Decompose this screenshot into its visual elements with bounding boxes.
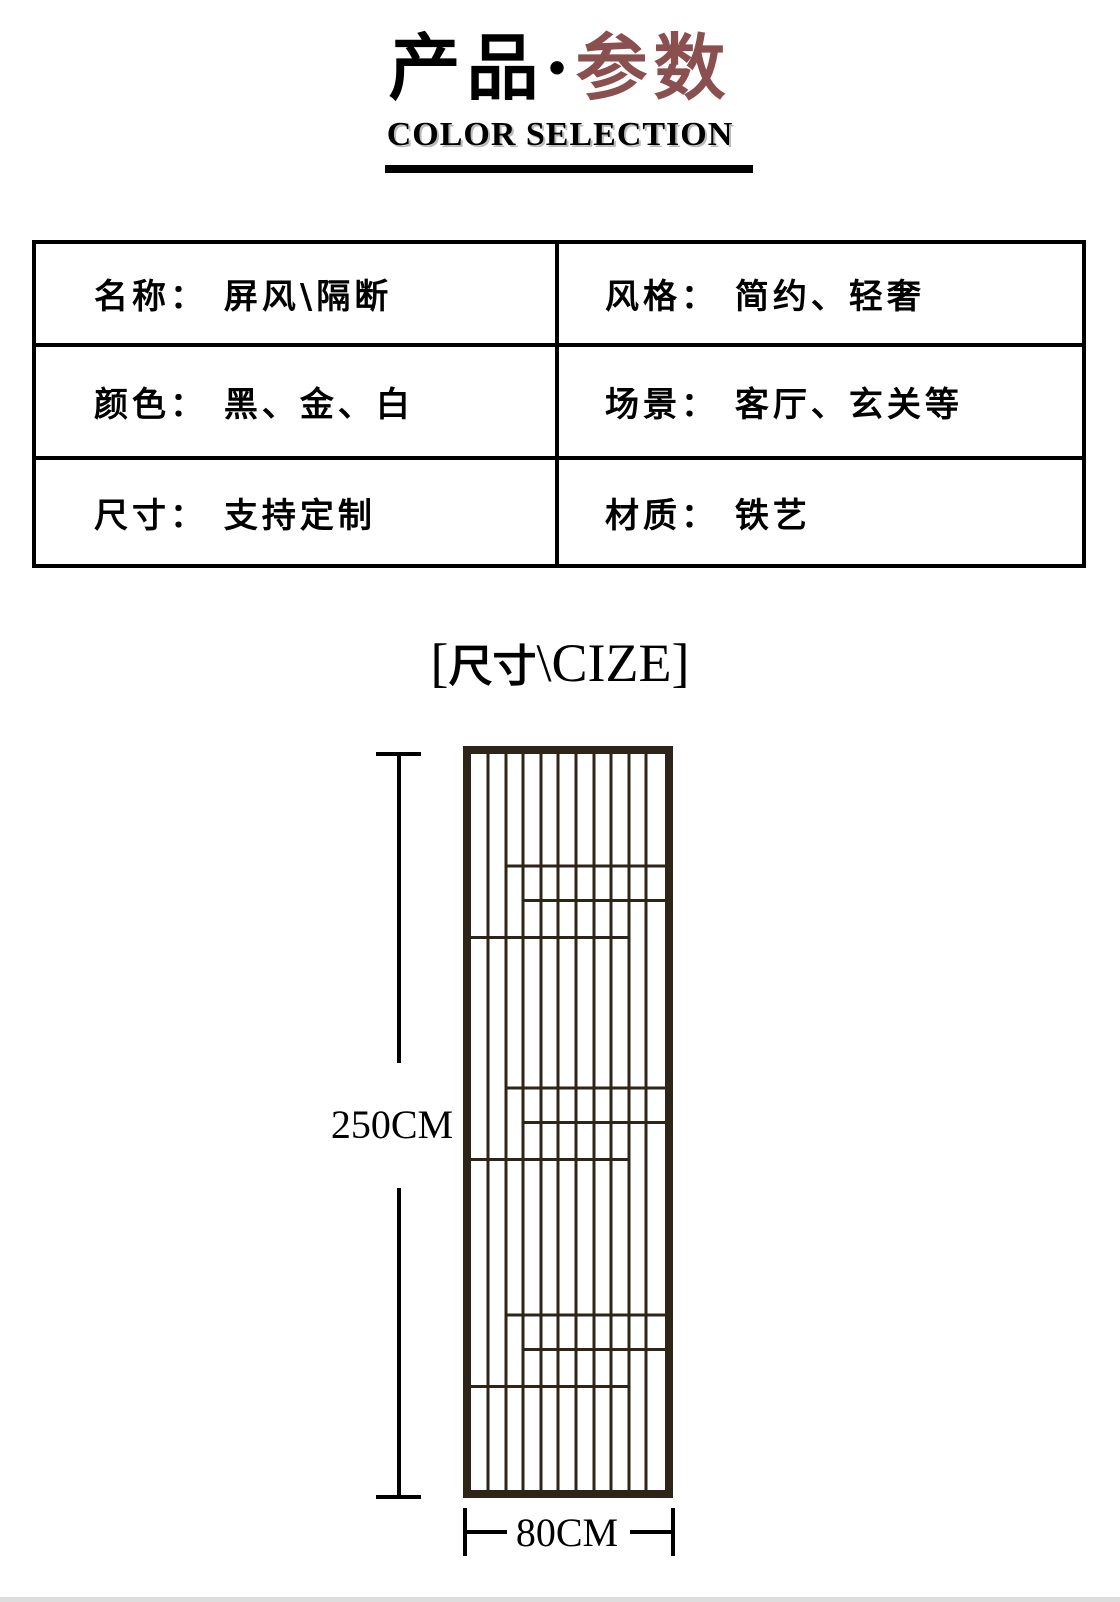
frame-bottom (463, 1490, 673, 1498)
size-heading-en: \CIZE] (536, 633, 690, 693)
spec-scene: 场景： 客厅、玄关等 (559, 347, 1082, 460)
spec-style: 风格： 简约、轻奢 (559, 244, 1082, 347)
height-dimension (376, 752, 421, 1499)
size-heading: [尺寸\CIZE] (0, 630, 1120, 694)
horizontal-bar (471, 1158, 629, 1161)
spec-name: 名称： 屏风\隔断 (36, 244, 559, 347)
size-heading-cn: 尺寸 (448, 641, 537, 692)
frame-right (665, 746, 673, 1498)
width-label: 80CM (516, 1510, 618, 1555)
vertical-bar (504, 746, 508, 1498)
horizontal-bar (471, 1385, 629, 1388)
horizontal-bar (506, 1086, 665, 1090)
frame-top (463, 746, 673, 754)
spec-size: 尺寸： 支持定制 (36, 460, 559, 564)
bracket-open: [ (430, 633, 449, 693)
frame-left (463, 746, 471, 1498)
screen-panel (463, 746, 673, 1498)
page-title: 产品·参数 (0, 28, 1120, 108)
horizontal-bar (506, 864, 665, 868)
spec-color: 颜色： 黑、金、白 (36, 347, 559, 460)
width-dimension (463, 1508, 675, 1556)
title-underline (385, 165, 753, 173)
spec-material: 材质： 铁艺 (605, 495, 811, 536)
title-black: 产品· (388, 25, 576, 110)
horizontal-bar (523, 899, 665, 902)
subtitle: COLOR SELECTION (386, 116, 734, 153)
vertical-bar (486, 746, 490, 1498)
spec-table: 名称： 屏风\隔断 风格： 简约、轻奢 颜色： 黑、金、白 场景： 客厅、玄关等… (32, 240, 1086, 568)
bottom-strip (0, 1597, 1120, 1602)
horizontal-bar (506, 1313, 665, 1317)
horizontal-bar (523, 1348, 665, 1351)
horizontal-bar (523, 1121, 665, 1124)
horizontal-bar (471, 936, 629, 939)
title-red: 参数 (575, 25, 732, 110)
height-label: 250CM (331, 1102, 453, 1147)
